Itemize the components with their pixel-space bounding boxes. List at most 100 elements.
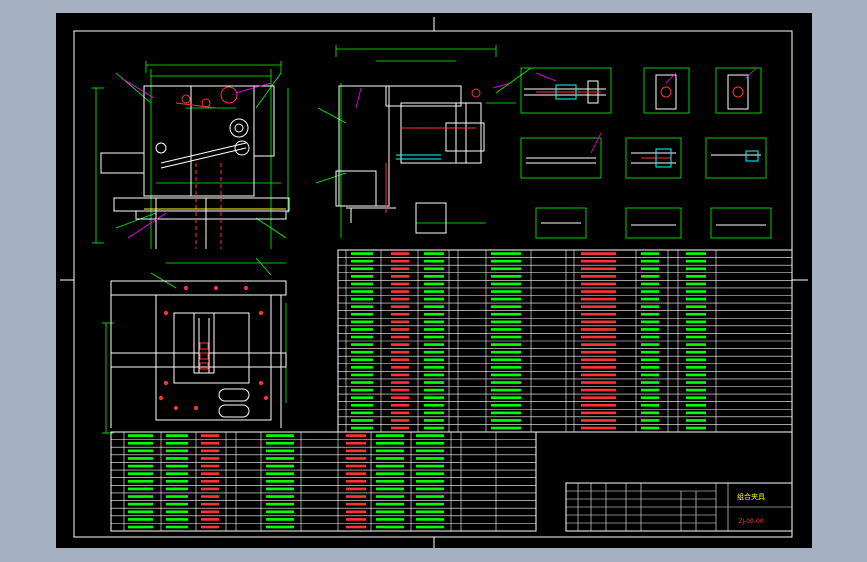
- table-cell-text: [491, 290, 521, 293]
- table-cell-text: [351, 312, 373, 316]
- table-cell-text: [351, 290, 373, 293]
- table-cell-text: [641, 259, 659, 263]
- table-cell-text: [128, 441, 153, 445]
- table-cell-text: [581, 396, 616, 400]
- table-cell-text: [686, 259, 706, 263]
- table-cell-text: [424, 275, 444, 278]
- table-cell-text: [128, 502, 153, 506]
- table-cell-text: [166, 487, 188, 491]
- table-cell-text: [346, 479, 366, 483]
- table-cell-text: [686, 305, 706, 309]
- table-cell-text: [266, 518, 294, 521]
- table-cell-text: [686, 358, 706, 362]
- table-cell-text: [351, 373, 373, 377]
- table-cell-text: [351, 335, 373, 339]
- table-cell-text: [391, 373, 409, 377]
- table-cell-text: [491, 267, 521, 271]
- table-cell-text: [266, 434, 294, 437]
- table-cell-text: [376, 479, 404, 483]
- table-cell-text: [686, 282, 706, 286]
- table-cell-text: [641, 312, 659, 316]
- table-cell-text: [581, 366, 616, 369]
- table-cell-text: [491, 328, 521, 331]
- table-cell-text: [686, 267, 706, 271]
- table-cell-text: [201, 457, 219, 460]
- table-cell-text: [128, 487, 153, 491]
- parts-list-right: [337, 249, 793, 433]
- table-cell-text: [581, 275, 616, 278]
- table-cell-text: [166, 457, 188, 460]
- table-cell-text: [166, 464, 188, 468]
- table-cell-text: [424, 252, 444, 255]
- table-cell-text: [201, 472, 219, 476]
- table-cell-text: [424, 290, 444, 293]
- table-cell-text: [266, 502, 294, 506]
- table-cell-text: [266, 449, 294, 453]
- table-cell-text: [686, 396, 706, 400]
- table-cell-text: [581, 426, 616, 430]
- table-cell-text: [166, 479, 188, 483]
- table-cell-text: [346, 434, 366, 437]
- table-cell-text: [128, 510, 153, 514]
- table-cell-text: [128, 449, 153, 453]
- table-cell-text: [491, 275, 521, 278]
- table-cell-text: [686, 350, 706, 354]
- table-cell-text: [201, 502, 219, 506]
- table-cell-text: [641, 320, 659, 324]
- table-cell-text: [416, 457, 444, 460]
- table-cell-text: [376, 457, 404, 460]
- table-cell-text: [686, 297, 706, 301]
- table-cell-text: [391, 366, 409, 369]
- table-cell-text: [376, 502, 404, 506]
- table-cell-text: [491, 419, 521, 422]
- table-cell-text: [641, 335, 659, 339]
- table-cell-text: [424, 259, 444, 263]
- table-cell-text: [346, 487, 366, 491]
- section-details: [520, 67, 772, 239]
- table-cell-text: [201, 495, 219, 498]
- table-cell-text: [416, 525, 444, 529]
- table-cell-text: [641, 396, 659, 400]
- table-cell-text: [166, 434, 188, 437]
- table-cell-text: [376, 518, 404, 521]
- table-cell-text: [686, 388, 706, 392]
- table-cell-text: [641, 282, 659, 286]
- table-cell-text: [686, 411, 706, 415]
- table-cell-text: [491, 282, 521, 286]
- table-cell-text: [376, 495, 404, 498]
- table-cell-text: [166, 449, 188, 453]
- table-cell-text: [391, 259, 409, 263]
- table-cell-text: [581, 350, 616, 354]
- table-cell-text: [266, 487, 294, 491]
- table-cell-text: [424, 267, 444, 271]
- table-cell-text: [424, 403, 444, 407]
- table-cell-text: [351, 282, 373, 286]
- table-cell-text: [128, 479, 153, 483]
- plan-view: [102, 257, 287, 434]
- table-cell-text: [686, 373, 706, 377]
- table-cell-text: [391, 381, 409, 384]
- table-cell-text: [416, 434, 444, 437]
- table-cell-text: [581, 388, 616, 392]
- table-cell-text: [491, 335, 521, 339]
- table-cell-text: [424, 358, 444, 362]
- table-cell-text: [391, 411, 409, 415]
- table-cell-text: [491, 350, 521, 354]
- table-cell-text: [416, 464, 444, 468]
- table-cell-text: [351, 403, 373, 407]
- table-cell-text: [391, 358, 409, 362]
- table-cell-text: [166, 525, 188, 529]
- table-cell-text: [581, 320, 616, 324]
- table-cell-text: [424, 426, 444, 430]
- table-cell-text: [128, 434, 153, 437]
- table-cell-text: [491, 358, 521, 362]
- table-cell-text: [491, 252, 521, 255]
- table-cell-text: [581, 419, 616, 422]
- table-cell-text: [641, 297, 659, 301]
- table-cell-text: [351, 343, 373, 346]
- table-cell-text: [581, 343, 616, 346]
- table-cell-text: [266, 441, 294, 445]
- table-cell-text: [351, 396, 373, 400]
- table-cell-text: [581, 252, 616, 255]
